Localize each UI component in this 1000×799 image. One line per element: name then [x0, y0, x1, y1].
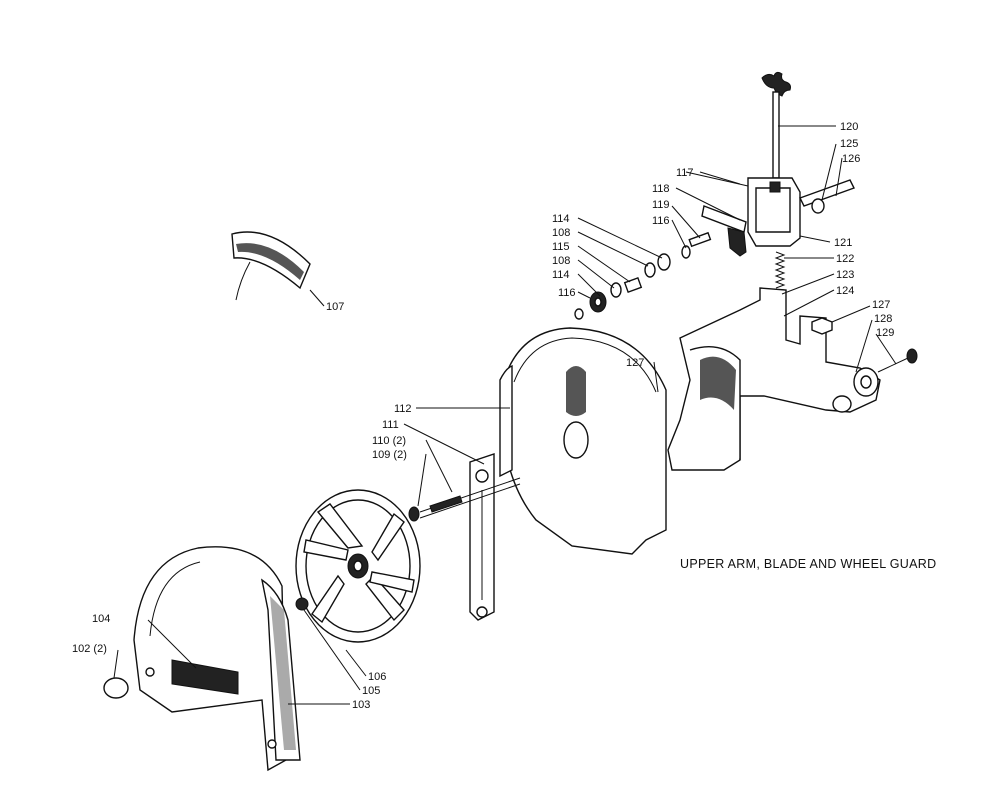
label-108a: 108	[552, 227, 570, 239]
tension-screw	[761, 71, 791, 179]
label-127b: 127	[626, 357, 644, 369]
label-119: 119	[652, 199, 670, 211]
label-123: 123	[836, 269, 854, 281]
label-115: 115	[552, 241, 570, 253]
leader-lines	[113, 125, 897, 705]
label-117: 117	[676, 167, 694, 179]
upper-slide-bracket	[685, 171, 855, 257]
label-126: 126	[842, 153, 860, 165]
label-104: 104	[92, 613, 110, 625]
rear-blade-guard	[499, 327, 667, 555]
axle	[408, 477, 521, 522]
blade-guard-bar	[469, 453, 495, 621]
label-107: 107	[326, 301, 344, 313]
label-103: 103	[352, 699, 370, 711]
label-116b: 116	[558, 287, 576, 299]
label-128: 128	[874, 313, 892, 325]
label-114b: 114	[552, 269, 570, 281]
label-121: 121	[834, 237, 852, 249]
tire	[231, 231, 311, 301]
label-120: 120	[840, 121, 858, 133]
label-112: 112	[394, 403, 412, 415]
diagram-caption: UPPER ARM, BLADE AND WHEEL GUARD	[680, 557, 936, 571]
label-102: 102 (2)	[72, 643, 107, 655]
label-110: 110 (2)	[372, 435, 406, 447]
label-122: 122	[836, 253, 854, 265]
label-108b: 108	[552, 255, 570, 267]
label-127a: 127	[872, 299, 890, 311]
label-129: 129	[876, 327, 894, 339]
part-labels: 120 125 126 117 118 119 116 114 108 115 …	[72, 121, 894, 711]
label-118: 118	[652, 183, 670, 195]
label-116a: 116	[652, 215, 670, 227]
label-125: 125	[840, 138, 858, 150]
label-111: 111	[382, 419, 399, 431]
label-106: 106	[368, 671, 386, 683]
wheel	[295, 489, 421, 643]
label-105: 105	[362, 685, 380, 697]
label-114a: 114	[552, 213, 570, 225]
front-wheel-guard	[103, 546, 301, 772]
shaft-bearings	[574, 231, 712, 320]
label-109: 109 (2)	[372, 449, 407, 461]
label-124: 124	[836, 285, 854, 297]
upper-arm-casting	[653, 287, 918, 471]
